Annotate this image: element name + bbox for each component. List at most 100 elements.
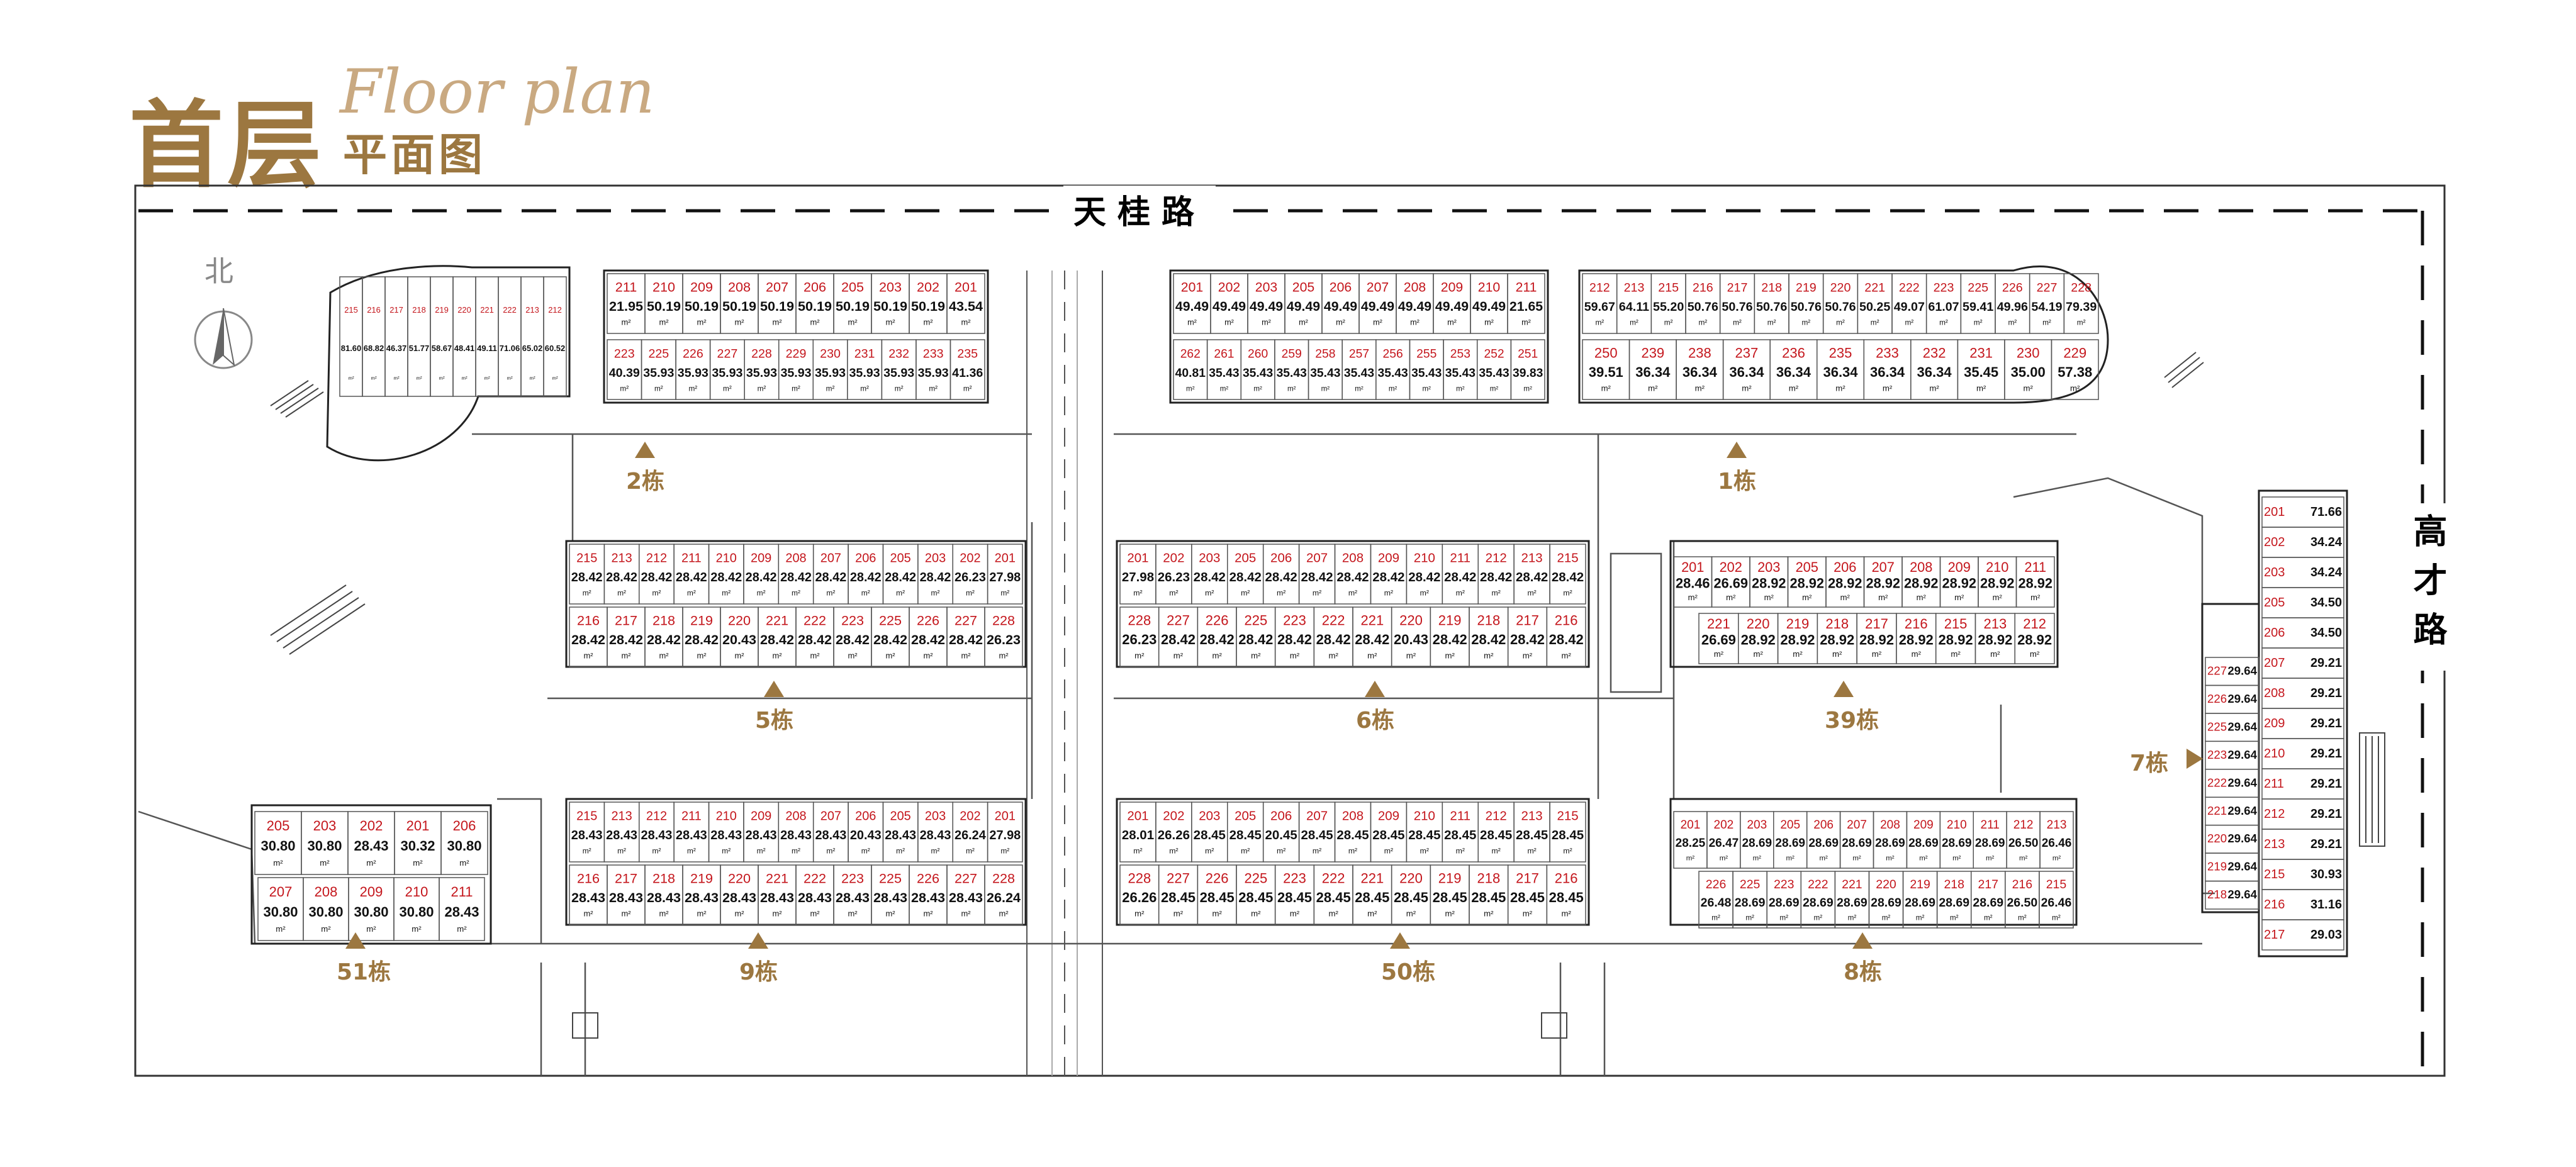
- unit-area: 35.43: [1377, 367, 1408, 380]
- unit-area: 50.19: [873, 298, 907, 314]
- unit-sqm: m²: [1277, 847, 1285, 856]
- unit-area: 50.25: [1859, 300, 1890, 314]
- unit-sqm: m²: [860, 385, 869, 393]
- unit-number: 203: [925, 810, 946, 824]
- unit-number: 203: [2264, 566, 2285, 579]
- unit-sqm: m²: [2019, 854, 2028, 862]
- unit-number: 217: [1727, 281, 1748, 295]
- unit-sqm: m²: [1133, 589, 1142, 598]
- unit-sqm: m²: [1561, 651, 1571, 661]
- unit-area: 28.45: [1549, 890, 1584, 905]
- unit-number: 203: [313, 818, 337, 834]
- unit-area: 35.93: [815, 366, 846, 380]
- unit-area: 64.11: [1619, 300, 1649, 314]
- unit-sqm: m²: [1484, 318, 1494, 327]
- unit-sqm: m²: [772, 318, 782, 327]
- unit-sqm: m²: [1490, 386, 1499, 393]
- north-label: 北: [204, 254, 233, 288]
- unit-number: 209: [360, 884, 383, 900]
- unit-number: 202: [1218, 280, 1240, 295]
- building-label: 1栋: [1718, 469, 1757, 494]
- unit-number: 207: [1306, 809, 1328, 824]
- unit-sqm: m²: [757, 589, 766, 598]
- unit-number: 211: [451, 884, 473, 900]
- unit-area: 28.43: [676, 829, 707, 842]
- unit-area: 29.21: [2310, 686, 2342, 700]
- unit-area: 81.60: [341, 343, 361, 353]
- unit-area: 28.69: [1735, 896, 1766, 910]
- unit-area: 49.49: [1250, 299, 1283, 314]
- unit-area: 28.42: [1277, 632, 1312, 647]
- unit-area: 28.45: [1355, 890, 1389, 905]
- unit-area: 28.92: [2019, 576, 2052, 591]
- unit-area: 28.45: [1471, 890, 1506, 905]
- unit-number: 222: [1322, 613, 1345, 628]
- unit-number: 215: [576, 552, 597, 566]
- unit-area: 28.92: [1939, 632, 1973, 648]
- unit-area: 61.07: [1928, 300, 1959, 314]
- unit-area: 58.67: [432, 343, 452, 353]
- unit-number: 216: [1555, 871, 1578, 886]
- unit-area: 35.43: [1445, 367, 1476, 380]
- unit-number: 213: [525, 305, 539, 315]
- unit-sqm: m²: [484, 375, 490, 381]
- unit-cell: [2039, 871, 2074, 929]
- unit-sqm: m²: [459, 858, 469, 868]
- unit-sqm: m²: [1916, 913, 1925, 922]
- unit-sqm: m²: [1952, 854, 1961, 862]
- unit-sqm: m²: [734, 318, 744, 327]
- unit-number: 235: [1829, 345, 1852, 361]
- unit-sqm: m²: [1253, 386, 1262, 393]
- unit-sqm: m²: [583, 909, 593, 919]
- unit-area: 49.49: [1287, 299, 1320, 314]
- building-label: 51栋: [337, 959, 391, 985]
- unit-area: 28.42: [1200, 632, 1235, 647]
- unit-area: 36.34: [1776, 364, 1812, 380]
- unit-area: 28.42: [1161, 632, 1196, 647]
- unit-number: 207: [269, 884, 293, 900]
- unit-sqm: m²: [2077, 318, 2086, 327]
- unit-sqm: m²: [457, 924, 467, 934]
- unit-sqm: m²: [1793, 649, 1803, 659]
- unit-number: 210: [1414, 551, 1435, 566]
- unit-cell: [1549, 801, 1586, 863]
- unit-area: 30.93: [2310, 868, 2342, 881]
- unit-area: 28.45: [1277, 890, 1312, 905]
- unit-area: 28.42: [1480, 570, 1512, 584]
- unit-sqm: m²: [723, 385, 732, 393]
- unit-number: 205: [1780, 818, 1800, 832]
- unit-sqm: m²: [1527, 589, 1536, 598]
- unit-area: 34.24: [2310, 566, 2343, 579]
- unit-area: 30.80: [263, 904, 298, 920]
- unit-number: 211: [681, 810, 702, 824]
- building-marker-icon: [2187, 749, 2203, 769]
- unit-number: 203: [1757, 559, 1780, 575]
- unit-sqm: m²: [792, 589, 800, 598]
- unit-sqm: m²: [923, 651, 933, 661]
- unit-number: 201: [1681, 559, 1704, 575]
- unit-sqm: m²: [320, 858, 330, 868]
- unit-sqm: m²: [1951, 649, 1961, 659]
- unit-sqm: m²: [931, 589, 940, 598]
- unit-area: 26.50: [2007, 896, 2037, 910]
- unit-number: 201: [1181, 280, 1203, 295]
- unit-sqm: m²: [416, 375, 422, 381]
- building-label: 7栋: [2130, 751, 2169, 776]
- unit-number: 218: [1477, 613, 1500, 628]
- unit-sqm: m²: [1447, 318, 1457, 327]
- unit-sqm: m²: [1939, 318, 1948, 327]
- unit-number: 205: [890, 552, 911, 566]
- unit-number: 223: [1774, 878, 1794, 891]
- unit-cell: [987, 544, 1023, 605]
- unit-number: 221: [1360, 871, 1384, 886]
- unit-sqm: m²: [1492, 847, 1501, 856]
- unit-sqm: m²: [1187, 318, 1197, 327]
- unit-sqm: m²: [1753, 854, 1762, 862]
- unit-sqm: m²: [810, 318, 820, 327]
- unit-area: 20.43: [1394, 632, 1428, 647]
- unit-sqm: m²: [1929, 384, 1939, 393]
- unit-sqm: m²: [697, 651, 707, 661]
- unit-sqm: m²: [1423, 386, 1431, 393]
- unit-cell: [543, 276, 567, 397]
- unit-area: 28.42: [836, 632, 870, 647]
